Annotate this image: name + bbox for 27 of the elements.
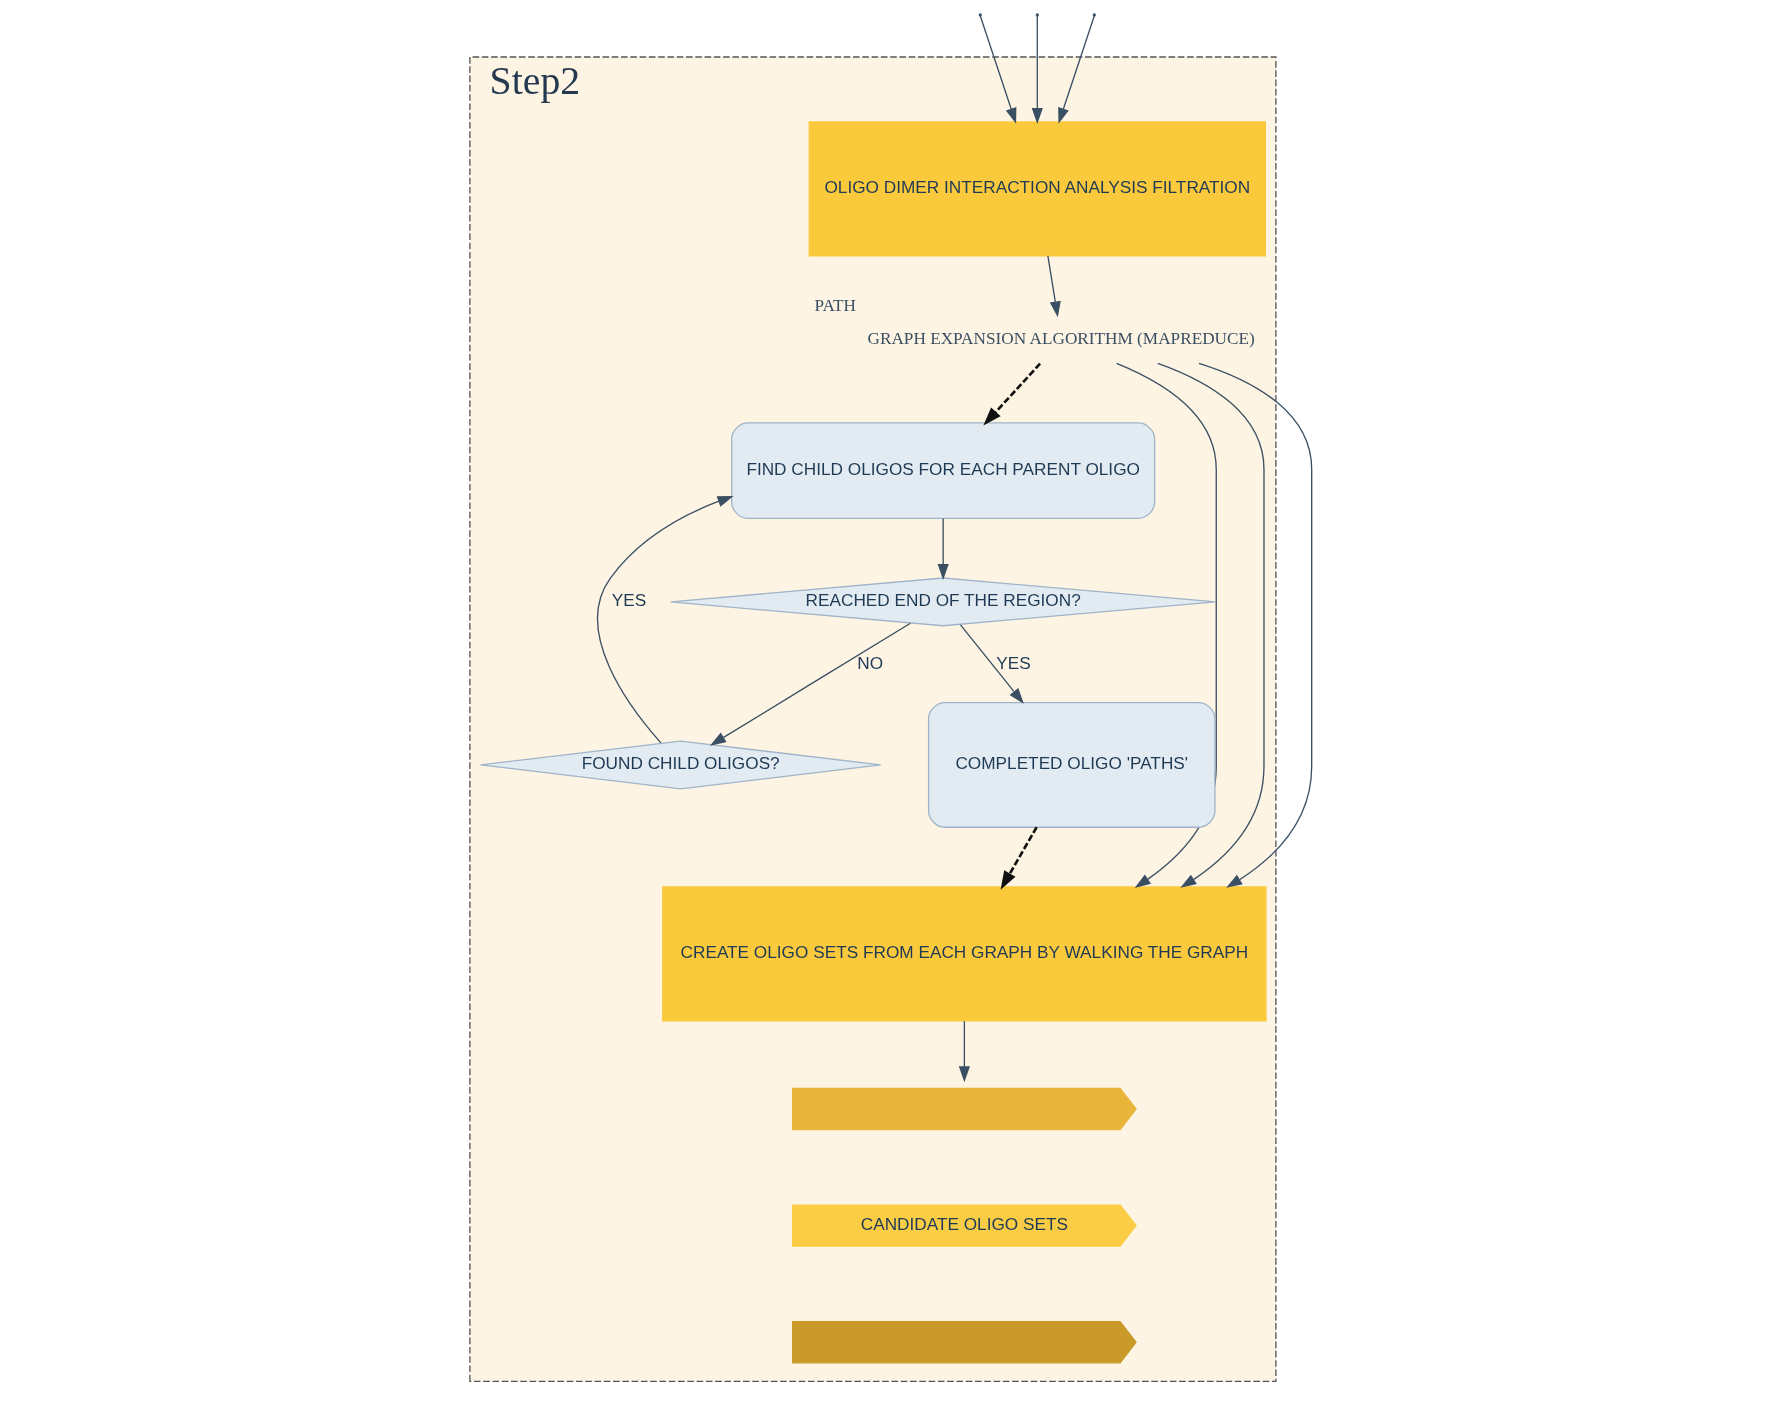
arrow bbox=[983, 362, 1042, 426]
arrow bbox=[596, 496, 734, 744]
arrow bbox=[1115, 362, 1217, 888]
arrow bbox=[1031, 15, 1043, 124]
node-chevron bbox=[792, 1321, 1137, 1364]
edge-label: NO bbox=[857, 652, 884, 673]
arrow bbox=[710, 622, 912, 746]
arrow bbox=[1157, 362, 1265, 888]
node-diamond: FOUND CHILD OLIGOS? bbox=[479, 740, 882, 790]
edge-label: YES bbox=[611, 590, 647, 611]
node-text: GRAPH EXPANSION ALGORITHM (MAPREDUCE) bbox=[867, 328, 1255, 348]
node-diamond: REACHED END OF THE REGION? bbox=[670, 577, 1217, 627]
node-box: CREATE OLIGO SETS FROM EACH GRAPH BY WALKING THE GRAPH bbox=[662, 886, 1267, 1022]
arrow bbox=[979, 15, 1017, 124]
edge-label: YES bbox=[996, 652, 1031, 673]
node-box: OLIGO DIMER INTERACTION ANALYSIS FILTRATION bbox=[808, 121, 1266, 257]
arrow bbox=[1058, 15, 1095, 124]
node-box: FIND CHILD OLIGOS FOR EACH PARENT OLIGO bbox=[731, 422, 1156, 520]
node-box: COMPLETED OLIGO 'PATHS' bbox=[927, 701, 1216, 828]
arrow bbox=[1198, 362, 1313, 888]
node-chevron bbox=[792, 1087, 1137, 1131]
arrow bbox=[1047, 255, 1061, 318]
arrow bbox=[1000, 826, 1038, 890]
arrow bbox=[937, 517, 949, 580]
arrow bbox=[958, 1020, 970, 1083]
node-label: PATH bbox=[814, 295, 856, 315]
arrow bbox=[959, 624, 1024, 704]
